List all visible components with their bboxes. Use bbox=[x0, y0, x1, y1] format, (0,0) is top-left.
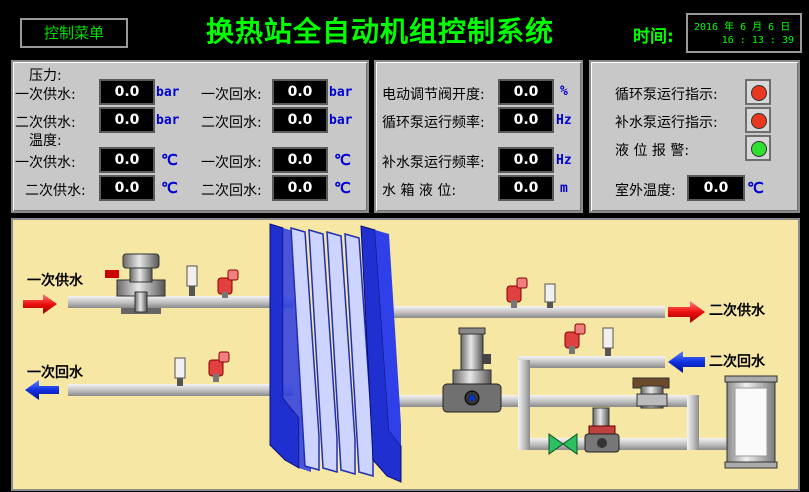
primary-supply-pressure-value: 0.0 bbox=[99, 79, 155, 105]
unit-label: ℃ bbox=[747, 179, 764, 197]
secondary-return-temp-value: 0.0 bbox=[272, 175, 328, 201]
tank-level-label: 水 箱 液 位: bbox=[382, 183, 457, 199]
secondary-supply-pressure-label: 二次供水: bbox=[15, 115, 76, 131]
makeup-pump-freq-value: 0.0 bbox=[498, 147, 554, 173]
vertical-pipe bbox=[687, 395, 699, 450]
temperature-heading: 温度: bbox=[29, 133, 62, 149]
unit-label: bar bbox=[156, 85, 180, 100]
primary-return-pressure-value: 0.0 bbox=[272, 79, 328, 105]
primary-return-arrow bbox=[25, 380, 59, 400]
valve-opening-label: 电动调节阀开度: bbox=[382, 87, 485, 103]
circulation-pump-indicator-lamp bbox=[745, 79, 771, 105]
primary-return-temp-label: 一次回水: bbox=[201, 155, 262, 171]
secondary-return-arrow bbox=[668, 351, 705, 373]
page-title: 换热站全自动机组控制系统 bbox=[205, 15, 554, 48]
secondary-return-pressure-value: 0.0 bbox=[272, 107, 328, 133]
secondary-return-temp-label: 二次回水: bbox=[201, 183, 262, 199]
primary-supply-label: 一次供水 bbox=[27, 273, 83, 289]
secondary-supply-temp-value: 0.0 bbox=[99, 175, 155, 201]
primary-return-temp-value: 0.0 bbox=[272, 147, 328, 173]
primary-supply-temp-label: 一次供水: bbox=[15, 155, 76, 171]
temperature-sensor bbox=[602, 327, 614, 356]
unit-label: ℃ bbox=[334, 151, 351, 169]
unit-label: ℃ bbox=[161, 179, 178, 197]
control-menu-button[interactable]: 控制菜单 bbox=[20, 18, 128, 48]
process-diagram: 一次供水 一次回水 二次供水 二次回水 bbox=[11, 218, 800, 491]
primary-supply-pressure-label: 一次供水: bbox=[15, 87, 76, 103]
indicator-panel: 循环泵运行指示: 补水泵运行指示: 液 位 报 警: 室外温度: 0.0 ℃ bbox=[589, 60, 800, 213]
circulation-pump-freq-label: 循环泵运行频率: bbox=[382, 115, 485, 131]
unit-label: ℃ bbox=[334, 179, 351, 197]
makeup-pump-indicator-label: 补水泵运行指示: bbox=[615, 115, 718, 131]
clock-date: 2016 年 6 月 6 日 bbox=[694, 22, 791, 33]
clock-time: 16 : 13 : 39 bbox=[721, 35, 794, 46]
level-alarm-label: 液 位 报 警: bbox=[615, 143, 690, 159]
secondary-supply-pressure-value: 0.0 bbox=[99, 107, 155, 133]
pressure-gauge bbox=[564, 323, 586, 354]
valve-opening-value: 0.0 bbox=[498, 79, 554, 105]
level-alarm-lamp bbox=[745, 135, 771, 161]
secondary-return-pressure-label: 二次回水: bbox=[201, 115, 262, 131]
outdoor-temp-value: 0.0 bbox=[687, 175, 745, 201]
temperature-sensor bbox=[186, 265, 198, 296]
outdoor-temp-label: 室外温度: bbox=[615, 183, 676, 199]
pressure-temperature-panel: 压力: 一次供水: 0.0 bar 一次回水: 0.0 bar 二次供水: 0.… bbox=[11, 60, 369, 213]
pressure-gauge bbox=[208, 351, 230, 382]
primary-supply-pipe bbox=[68, 296, 293, 308]
primary-supply-temp-value: 0.0 bbox=[99, 147, 155, 173]
unit-label: Hz bbox=[556, 153, 572, 168]
plate-heat-exchanger bbox=[269, 223, 402, 483]
pressure-gauge bbox=[217, 269, 239, 298]
primary-return-pipe bbox=[68, 384, 293, 396]
unit-label: bar bbox=[329, 113, 353, 128]
loop-valve bbox=[632, 377, 670, 409]
secondary-supply-arrow bbox=[668, 301, 705, 323]
unit-label: ℃ bbox=[161, 151, 178, 169]
unit-label: bar bbox=[156, 113, 180, 128]
makeup-pump-freq-label: 补水泵运行频率: bbox=[382, 155, 485, 171]
electric-regulating-valve bbox=[105, 253, 166, 314]
circulation-pump-indicator-label: 循环泵运行指示: bbox=[615, 87, 718, 103]
secondary-supply-temp-label: 二次供水: bbox=[25, 183, 86, 199]
temperature-sensor bbox=[174, 357, 186, 386]
unit-label: Hz bbox=[556, 113, 572, 128]
circulation-pump bbox=[442, 327, 502, 413]
tank-level-value: 0.0 bbox=[498, 175, 554, 201]
primary-return-pressure-label: 一次回水: bbox=[201, 87, 262, 103]
secondary-supply-label: 二次供水 bbox=[709, 303, 765, 319]
circulation-pump-freq-value: 0.0 bbox=[498, 107, 554, 133]
secondary-supply-pipe bbox=[393, 306, 665, 318]
vertical-pipe bbox=[518, 360, 530, 450]
primary-return-label: 一次回水 bbox=[27, 365, 83, 381]
makeup-valve bbox=[548, 433, 578, 455]
secondary-return-label: 二次回水 bbox=[709, 354, 765, 370]
unit-label: % bbox=[560, 84, 568, 99]
secondary-return-pipe bbox=[518, 356, 665, 368]
makeup-pump bbox=[584, 407, 620, 453]
pressure-gauge bbox=[506, 277, 528, 308]
time-label: 时间: bbox=[633, 27, 674, 47]
primary-supply-arrow bbox=[23, 294, 57, 314]
pressure-heading: 压力: bbox=[29, 68, 62, 84]
water-tank bbox=[724, 375, 778, 469]
unit-label: m bbox=[560, 181, 568, 196]
temperature-sensor bbox=[544, 283, 556, 308]
unit-label: bar bbox=[329, 85, 353, 100]
process-schematic bbox=[23, 223, 778, 483]
makeup-pump-indicator-lamp bbox=[745, 107, 771, 133]
clock-display: 2016 年 6 月 6 日 16 : 13 : 39 bbox=[686, 13, 802, 53]
valve-pump-panel: 电动调节阀开度: 0.0 % 循环泵运行频率: 0.0 Hz 补水泵运行频率: … bbox=[374, 60, 583, 213]
